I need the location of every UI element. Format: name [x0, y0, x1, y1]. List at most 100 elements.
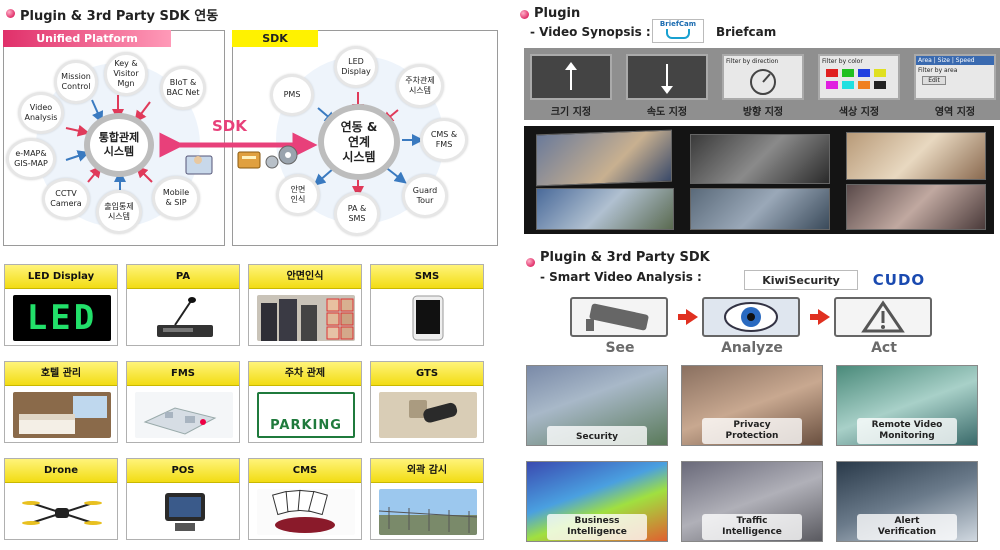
node-label: BIoT & BAC Net: [166, 78, 200, 97]
tile-remote-monitoring[interactable]: Remote Video Monitoring: [836, 365, 978, 446]
phone-icon: [412, 295, 444, 341]
node-emap: e-MAP& GIS-MAP: [6, 138, 56, 180]
bullet-icon: [526, 258, 535, 267]
cudo-logo: CUDO: [864, 270, 934, 290]
synopsis-thumb: [536, 188, 674, 230]
speed-arrow-icon: [661, 64, 673, 94]
card-drone[interactable]: Drone: [4, 458, 118, 540]
color-swatch-icon: [826, 69, 886, 89]
filter-label-size: 크기 지정: [550, 107, 592, 118]
card-title: GTS: [371, 362, 483, 386]
area-edit-button[interactable]: Edit: [922, 76, 946, 85]
card-title: 주차 관제: [249, 362, 361, 386]
card-pos[interactable]: POS: [126, 458, 240, 540]
node-mobile-sip: Mobile & SIP: [152, 176, 200, 220]
card-gts[interactable]: GTS: [370, 361, 484, 443]
warning-icon: [861, 300, 905, 333]
node-label: PA & SMS: [347, 204, 367, 223]
parking-sign: PARKING: [257, 392, 355, 438]
card-title: FMS: [127, 362, 239, 386]
synopsis-thumb: [690, 188, 830, 230]
node-parking: 주차관제 시스템: [396, 64, 444, 108]
tile-security[interactable]: Security: [526, 365, 668, 446]
tile-caption-bg: [547, 426, 647, 445]
card-led-display[interactable]: LED Display LED: [4, 264, 118, 346]
node-pa-sms: PA & SMS: [334, 192, 380, 236]
filter-color[interactable]: Filter by color: [818, 54, 900, 100]
hotel-room-image: [13, 392, 111, 438]
gear-icon: [265, 145, 298, 169]
video-synopsis-collage: [524, 126, 994, 234]
tile-privacy[interactable]: Privacy Protection: [681, 365, 823, 446]
tile-caption: Alert Verification: [877, 516, 937, 537]
perimeter-fence-image: [379, 489, 477, 535]
node-cms-fms: CMS & FMS: [420, 118, 468, 162]
filter-label-speed: 속도 지정: [646, 107, 688, 118]
filter-area[interactable]: Area | Size | Speed Filter by area Edit: [914, 54, 996, 100]
act-box: [834, 297, 932, 337]
analyze-label: Analyze: [721, 340, 783, 356]
card-parking[interactable]: 주차 관제 PARKING: [248, 361, 362, 443]
see-box: [570, 297, 668, 337]
filter-speed[interactable]: [626, 54, 708, 100]
card-pa[interactable]: PA: [126, 264, 240, 346]
tile-business-intelligence[interactable]: Business Intelligence: [526, 461, 668, 542]
card-perimeter[interactable]: 외곽 감시: [370, 458, 484, 540]
node-label: e-MAP& GIS-MAP: [14, 149, 48, 168]
card-title: PA: [127, 265, 239, 289]
microphone-icon: [157, 297, 213, 337]
unified-platform-tag: Unified Platform: [3, 30, 171, 47]
node-label: Key & Visitor Mgn: [113, 59, 139, 88]
briefcam-logo-mark: [666, 29, 690, 39]
bullet-icon: [520, 10, 529, 19]
card-sms[interactable]: SMS: [370, 264, 484, 346]
sdk-hub-label: 연동 & 연계 시스템: [340, 119, 378, 164]
smart-video-analysis-label: - Smart Video Analysis :: [540, 270, 702, 284]
node-label: 출입통제 시스템: [104, 202, 134, 221]
node-label: 안면 인식: [290, 185, 306, 204]
card-title: 외곽 감시: [371, 459, 483, 483]
compass-icon: [750, 69, 776, 95]
synopsis-thumb: [846, 132, 986, 180]
card-title: LED Display: [5, 265, 117, 289]
card-title: Drone: [5, 459, 117, 483]
node-label: 주차관제 시스템: [405, 76, 435, 95]
card-title: 호텔 관리: [5, 362, 117, 386]
filter-size[interactable]: [530, 54, 612, 100]
tile-caption: Business Intelligence: [567, 516, 627, 537]
synopsis-thumb: [536, 129, 672, 187]
filter-label-color: 색상 지정: [838, 107, 880, 118]
node-label: CCTV Camera: [50, 189, 82, 208]
video-synopsis-label: - Video Synopsis :: [530, 25, 651, 39]
kiwisecurity-logo-text: KiwiSecurity: [762, 273, 840, 287]
node-label: Mission Control: [61, 72, 91, 91]
card-hotel[interactable]: 호텔 관리: [4, 361, 118, 443]
direction-filter-label: Filter by direction: [726, 58, 779, 65]
area-tabs-label: Area | Size | Speed: [916, 56, 994, 65]
area-filter-label: Filter by area: [918, 67, 958, 74]
facility-map-image: [135, 392, 233, 438]
tile-caption: Traffic Intelligence: [722, 516, 782, 537]
tile-caption-bg: [547, 514, 647, 540]
filter-label-area: 영역 지정: [934, 107, 976, 118]
tile-traffic-intelligence[interactable]: Traffic Intelligence: [681, 461, 823, 542]
node-label: Guard Tour: [412, 186, 438, 205]
synopsis-thumb: [846, 184, 986, 230]
led-text: LED: [26, 298, 98, 338]
card-title: POS: [127, 459, 239, 483]
node-video-analysis: Video Analysis: [18, 92, 64, 134]
node-led-display: LED Display: [334, 46, 378, 88]
node-cctv: CCTV Camera: [42, 178, 90, 220]
sdk-heading: Plugin & 3rd Party SDK: [540, 250, 710, 265]
tile-caption-bg: [702, 418, 802, 444]
card-title: SMS: [371, 265, 483, 289]
card-face-recognition[interactable]: 안면인식: [248, 264, 362, 346]
card-cms[interactable]: CMS: [248, 458, 362, 540]
node-label: Video Analysis: [24, 103, 58, 122]
tile-alert-verification[interactable]: Alert Verification: [836, 461, 978, 542]
casino-image: [257, 489, 355, 535]
node-label: Mobile & SIP: [162, 188, 190, 207]
card-fms[interactable]: FMS: [126, 361, 240, 443]
filter-direction[interactable]: Filter by direction: [722, 54, 804, 100]
tile-caption-bg: [857, 514, 957, 540]
